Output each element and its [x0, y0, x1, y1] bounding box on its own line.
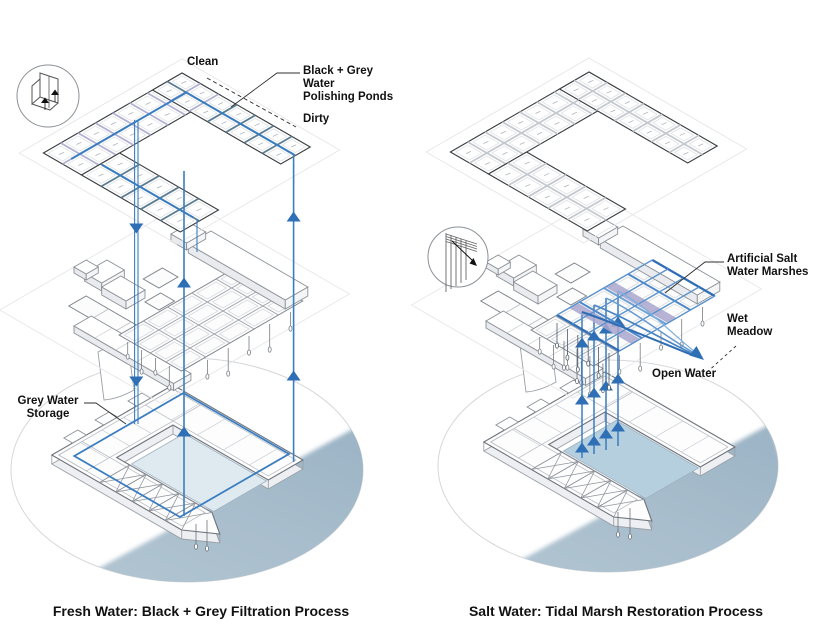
grey-water-barge [50, 384, 304, 552]
leader-lines-fresh [84, 72, 300, 425]
open-water-swoops [581, 290, 704, 360]
label-open-water: Open Water [652, 368, 717, 380]
vertical-flow-icon [16, 64, 80, 128]
tidal-planes-icon [427, 226, 489, 292]
label-clean: Clean [187, 56, 219, 68]
label-wet-meadow: Wet Meadow [727, 313, 773, 339]
leader-lines-salt [664, 261, 737, 375]
tidal-barge [482, 371, 736, 540]
flow-lines-fresh [129, 120, 301, 516]
label-salt-marshes: Artificial Salt Water Marshes [727, 253, 809, 279]
polishing-pond-band [18, 58, 341, 245]
open-water-arrowhead [689, 346, 704, 360]
habitat-building [0, 200, 351, 404]
label-polishing-ponds: Black + Grey Water Polishing Ponds [303, 65, 394, 104]
caption-salt-water: Salt Water: Tidal Marsh Restoration Proc… [468, 603, 764, 619]
salt-water-diagram [410, 57, 779, 573]
fresh-water-diagram [0, 58, 364, 583]
empty-pond-band [425, 57, 748, 244]
grey-water-storage-loop [72, 391, 291, 519]
caption-fresh-water: Fresh Water: Black + Grey Filtration Pro… [52, 603, 350, 619]
barge-pool [562, 420, 700, 499]
label-grey-water-storage: Grey Water Storage [17, 395, 79, 421]
label-dirty: Dirty [303, 113, 330, 125]
barge-pool [130, 433, 268, 512]
